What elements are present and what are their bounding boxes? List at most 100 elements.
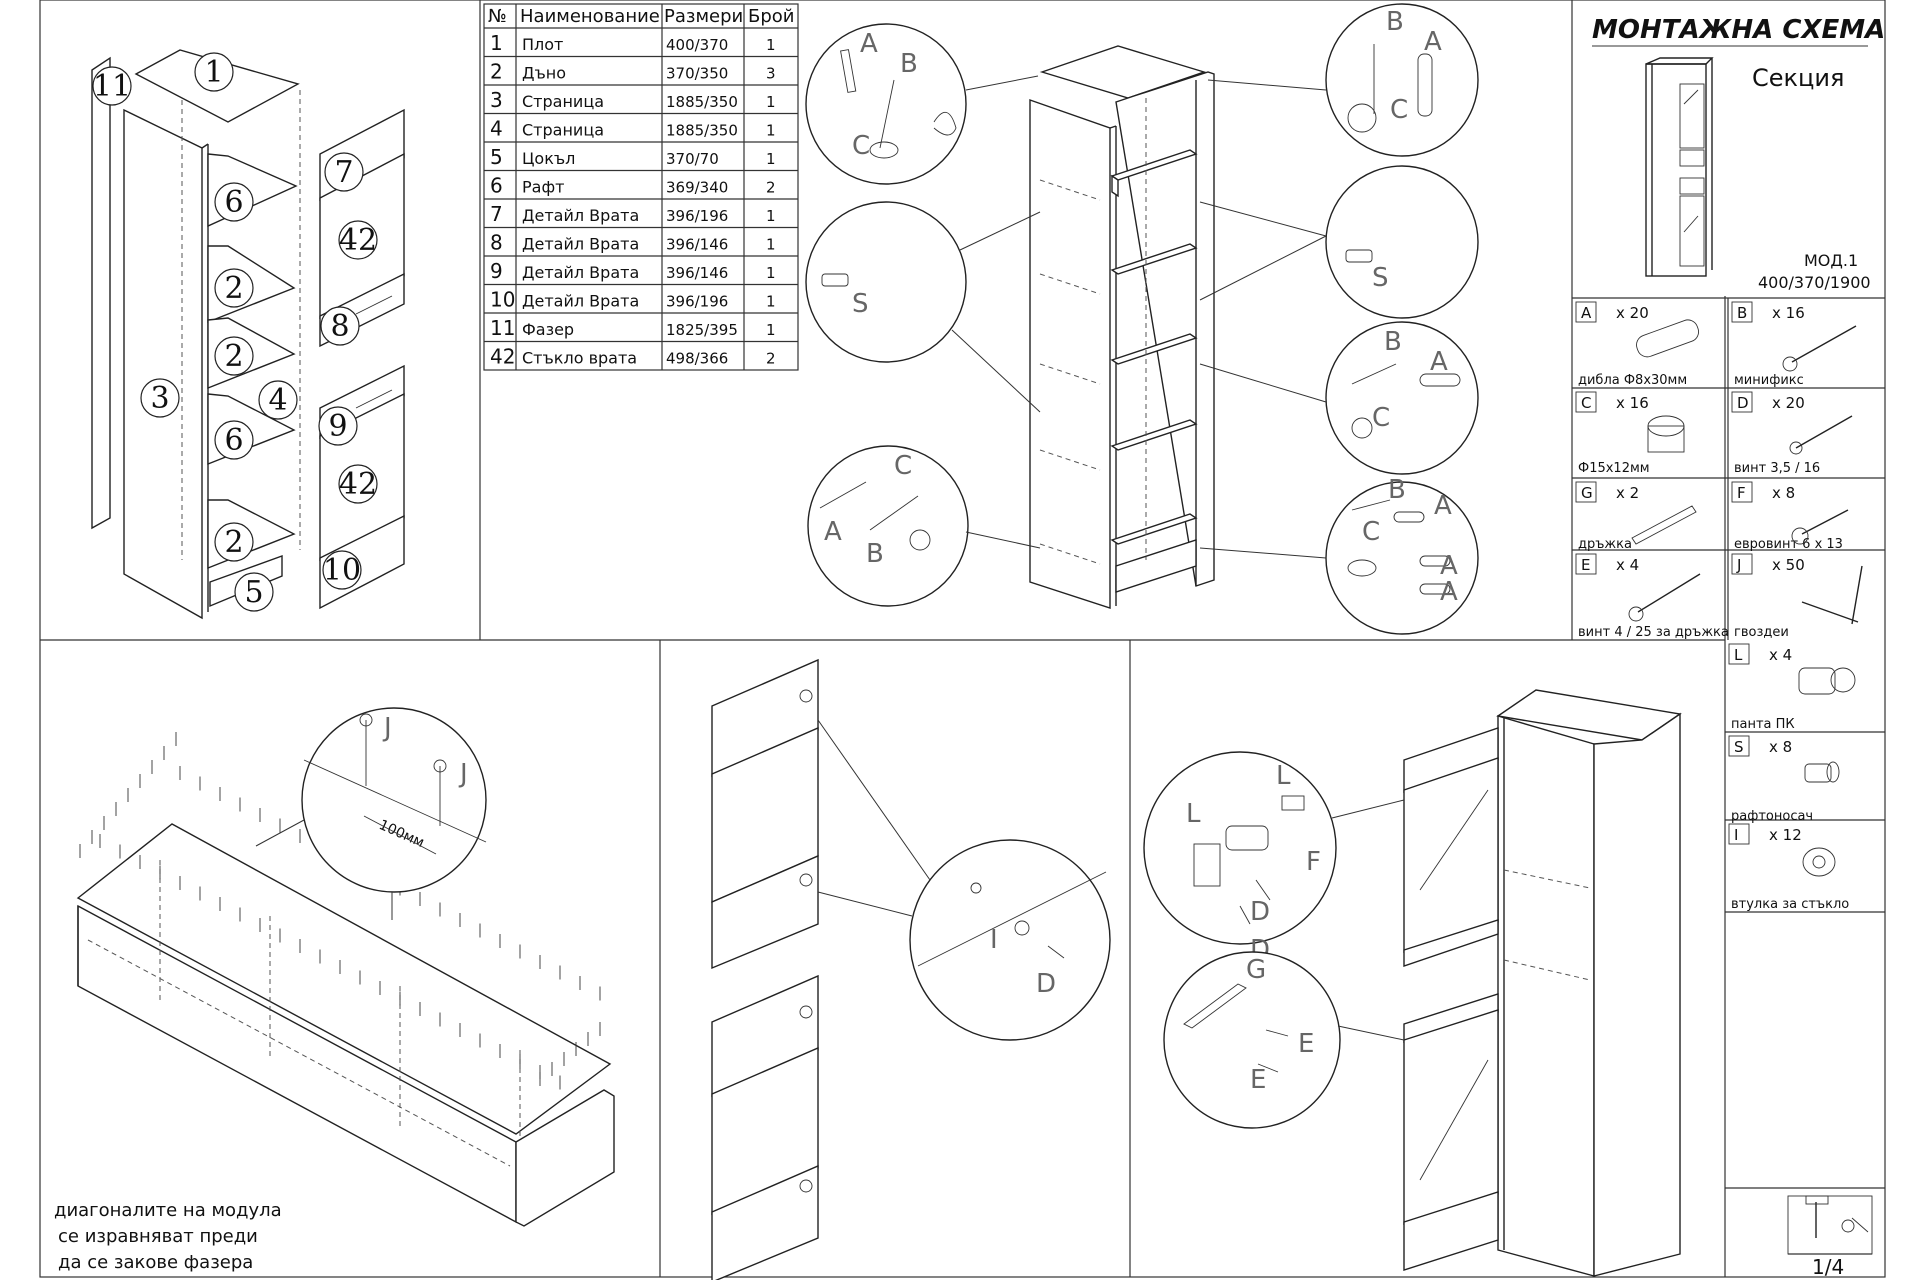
callout-top-right: B A C bbox=[1207, 3, 1479, 157]
diagonal-note: диагоналите на модула се изравняват пред… bbox=[54, 1200, 282, 1273]
svg-text:L: L bbox=[1186, 799, 1201, 829]
svg-text:се изравняват преди: се изравняват преди bbox=[58, 1226, 258, 1247]
part-qty: 1 bbox=[766, 207, 776, 225]
svg-text:1: 1 bbox=[204, 55, 223, 90]
part-size: 1825/395 bbox=[666, 321, 738, 339]
hardware-qty: x 12 bbox=[1769, 826, 1802, 844]
part-qty: 1 bbox=[766, 93, 776, 111]
minifix-bolt-icon bbox=[1782, 325, 1857, 372]
part-name: Детайл Врата bbox=[522, 206, 639, 225]
svg-text:B: B bbox=[1384, 327, 1402, 357]
part-label-glass-bottom: 42 bbox=[338, 464, 378, 504]
part-number: 7 bbox=[490, 202, 503, 226]
part-name: Детайл Врата bbox=[522, 263, 639, 282]
hardware-qty: x 50 bbox=[1772, 556, 1805, 574]
hardware-code: I bbox=[1734, 826, 1738, 844]
part-number: 11 bbox=[490, 316, 515, 340]
svg-text:8: 8 bbox=[330, 309, 349, 344]
hardware-code: J bbox=[1736, 556, 1741, 574]
part-number: 8 bbox=[490, 231, 503, 255]
hardware-name: винт 3,5 / 16 bbox=[1734, 461, 1820, 476]
title-block: МОНТАЖНА СХЕМА Секция МОД.1 400/370/1900 bbox=[1592, 15, 1885, 292]
hardware-name: дибла Ф8х30мм bbox=[1578, 373, 1687, 388]
svg-text:C: C bbox=[852, 131, 870, 161]
part-number: 5 bbox=[490, 145, 503, 169]
svg-text:5: 5 bbox=[244, 575, 263, 610]
hardware-code: C bbox=[1581, 394, 1591, 412]
part-size: 1885/350 bbox=[666, 93, 738, 111]
hardware-code: L bbox=[1734, 646, 1743, 664]
svg-text:D: D bbox=[1036, 969, 1056, 999]
sheet-title: МОНТАЖНА СХЕМА bbox=[1592, 15, 1885, 45]
part-label-top: 1 bbox=[194, 52, 234, 92]
part-size: 396/146 bbox=[666, 236, 728, 254]
model-dims: 400/370/1900 bbox=[1758, 273, 1871, 292]
part-number: 9 bbox=[490, 259, 503, 283]
table-header: № bbox=[488, 6, 507, 27]
hardware-name: гвоздеи bbox=[1734, 625, 1789, 640]
part-name: Дъно bbox=[522, 64, 566, 83]
hardware-name: винт 4 / 25 за дръжка bbox=[1578, 625, 1729, 640]
part-qty: 1 bbox=[766, 122, 776, 140]
svg-text:L: L bbox=[1276, 761, 1291, 791]
part-name: Стъкло врата bbox=[522, 349, 637, 368]
hardware-name: дръжка bbox=[1578, 537, 1632, 552]
cabinet-thumbnail bbox=[1645, 57, 1714, 277]
hardware-code: F bbox=[1737, 484, 1746, 502]
svg-text:S: S bbox=[1372, 263, 1389, 293]
part-size: 396/196 bbox=[666, 293, 728, 311]
part-name: Детайл Врата bbox=[522, 292, 639, 311]
svg-text:E: E bbox=[1298, 1029, 1314, 1059]
part-qty: 1 bbox=[766, 236, 776, 254]
part-label-door-mid-rail-a: 8 bbox=[320, 306, 360, 346]
part-label-shelf-b: 6 bbox=[214, 420, 254, 460]
callout-shelf-support-left: S bbox=[805, 201, 1041, 413]
svg-text:B: B bbox=[1388, 475, 1406, 505]
part-qty: 2 bbox=[766, 179, 776, 197]
hinge-icon bbox=[1798, 667, 1856, 695]
handle-screw-icon bbox=[1628, 573, 1701, 622]
callout-bottom-fix: A C B bbox=[807, 445, 1041, 607]
tools-icon bbox=[1787, 1195, 1873, 1255]
svg-text:F: F bbox=[1306, 847, 1321, 877]
hardware-qty: x 16 bbox=[1772, 304, 1805, 322]
hardware-qty: x 20 bbox=[1772, 394, 1805, 412]
svg-text:E: E bbox=[1250, 1065, 1266, 1095]
page-number: 1/4 bbox=[1812, 1255, 1844, 1279]
callout-mid-fix: B A C bbox=[1199, 321, 1479, 475]
nail-icon bbox=[1801, 565, 1863, 625]
hardware-qty: x 16 bbox=[1616, 394, 1649, 412]
svg-text:B: B bbox=[866, 539, 884, 569]
part-name: Плот bbox=[522, 35, 563, 54]
part-label-side-right: 4 bbox=[258, 380, 298, 420]
hardware-qty: x 2 bbox=[1616, 484, 1639, 502]
sheet-subtitle: Секция bbox=[1752, 64, 1844, 92]
handle-icon bbox=[1631, 505, 1697, 545]
svg-text:C: C bbox=[894, 451, 912, 481]
part-label-back: 11 bbox=[92, 66, 132, 106]
part-label-bottom-b: 2 bbox=[214, 336, 254, 376]
part-name: Страница bbox=[522, 92, 604, 111]
cam-lock-icon bbox=[1647, 415, 1685, 453]
hardware-code: A bbox=[1581, 304, 1592, 322]
hardware-code: B bbox=[1737, 304, 1747, 322]
hardware-qty: x 20 bbox=[1616, 304, 1649, 322]
part-number: 6 bbox=[490, 174, 503, 198]
part-qty: 1 bbox=[766, 293, 776, 311]
part-qty: 2 bbox=[766, 350, 776, 368]
part-size: 370/70 bbox=[666, 150, 719, 168]
svg-text:J: J bbox=[458, 759, 468, 789]
part-name: Рафт bbox=[522, 178, 564, 197]
svg-text:B: B bbox=[900, 49, 918, 79]
